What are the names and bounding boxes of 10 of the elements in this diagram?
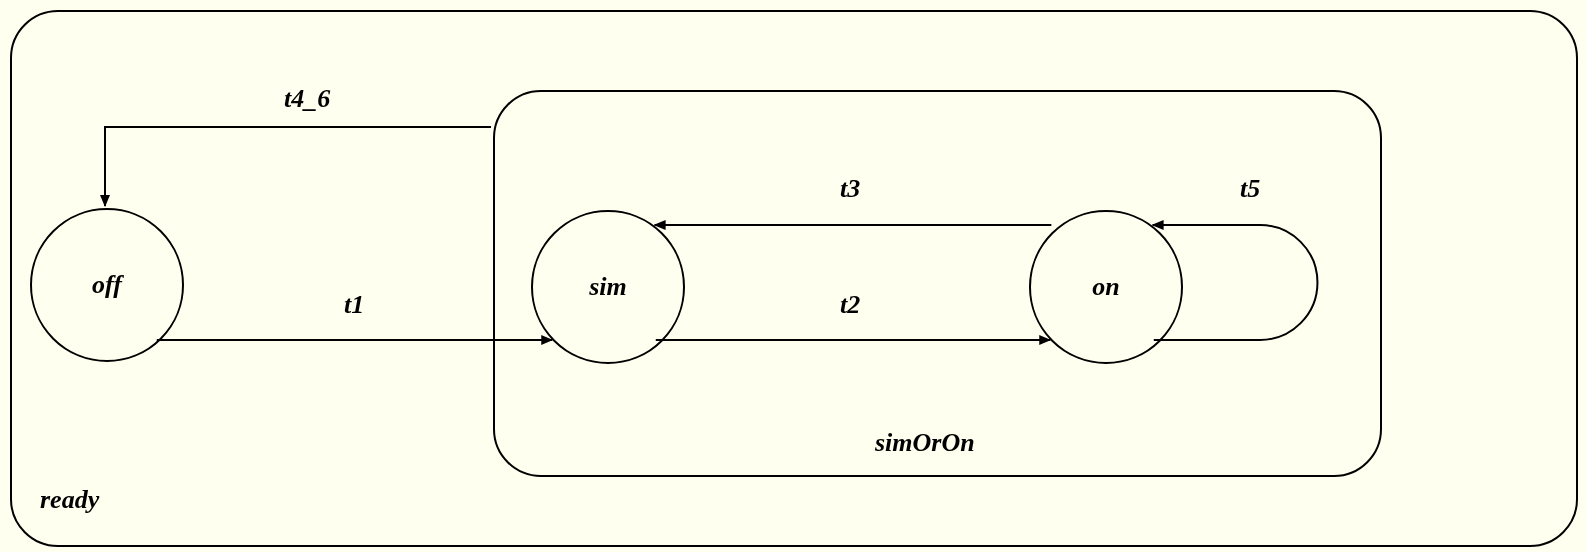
state-name: sim — [589, 274, 627, 300]
state-name: on — [1092, 274, 1120, 300]
transition-arrow — [1151, 220, 1319, 341]
transition-arrow — [100, 126, 492, 207]
transition-arrow — [654, 335, 1052, 345]
state-name: simOrOn — [875, 430, 975, 456]
state-name: ready — [40, 487, 100, 513]
state-name: off — [92, 272, 122, 298]
transition-arrow — [653, 220, 1053, 230]
transition-arrow — [155, 335, 554, 345]
